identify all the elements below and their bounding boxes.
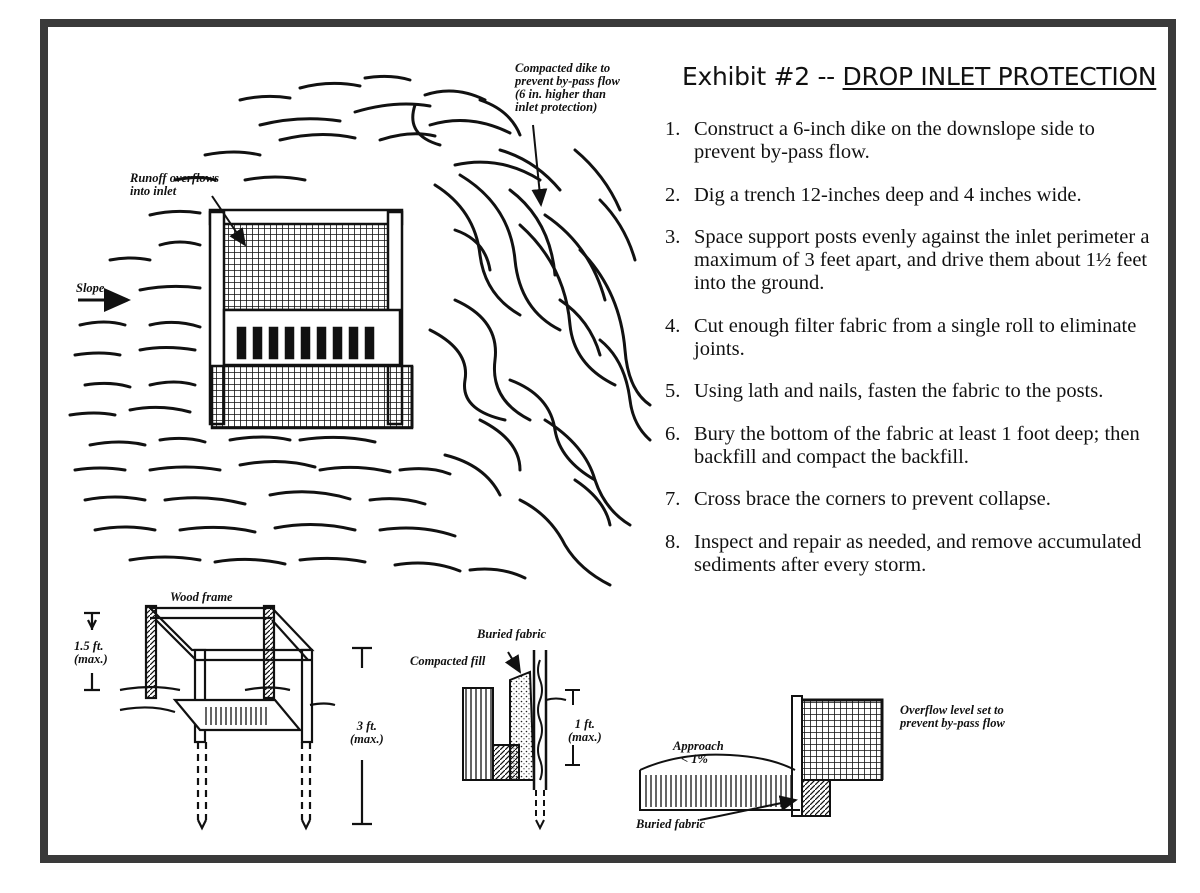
step-item: 5.Using lath and nails, fasten the fabri… [665,380,1104,402]
label-approach: Approach< 1% [673,739,724,766]
inlet-protection-box [208,208,414,430]
label-height-3ft: 3 ft.(max.) [350,719,384,746]
label-wood-frame: Wood frame [170,590,233,604]
page-title-underlined: DROP INLET PROTECTION [842,62,1157,91]
terrain-contours [68,74,652,587]
label-height-1-5ft: 1.5 ft.(max.) [74,639,108,666]
step-item: 1.Construct a 6-inch dike on the downslo… [665,118,1095,163]
step-item: 8.Inspect and repair as needed, and remo… [665,530,1142,576]
step-item: 2.Dig a trench 12-inches deep and 4 inch… [665,183,1082,206]
wood-frame-detail [119,604,336,831]
label-buried-fabric-top: Buried fabric [477,627,547,641]
height-markers-frame [84,611,372,826]
inlet-grate-slots [236,326,375,360]
step-item: 6.Bury the bottom of the fabric at least… [665,422,1140,468]
step-item: 4.Cut enough filter fabric from a single… [665,314,1137,360]
label-compacted-fill: Compacted fill [410,654,486,668]
dike-arrow [531,124,548,207]
instruction-list: 1.Construct a 6-inch dike on the downslo… [665,118,1155,596]
label-buried-fabric-bottom: Buried fabric [636,817,706,831]
runoff-arrow [211,195,247,247]
label-slope: Slope [76,281,105,295]
overflow-section [639,695,884,821]
label-height-1ft: 1 ft.(max.) [568,717,602,744]
step-item: 3.Space support posts evenly against the… [665,226,1150,294]
step-item: 7.Cross brace the corners to prevent col… [665,488,1051,510]
buried-fabric-section [462,650,580,831]
page-title: Exhibit #2 -- DROP INLET PROTECTION [682,62,1157,91]
